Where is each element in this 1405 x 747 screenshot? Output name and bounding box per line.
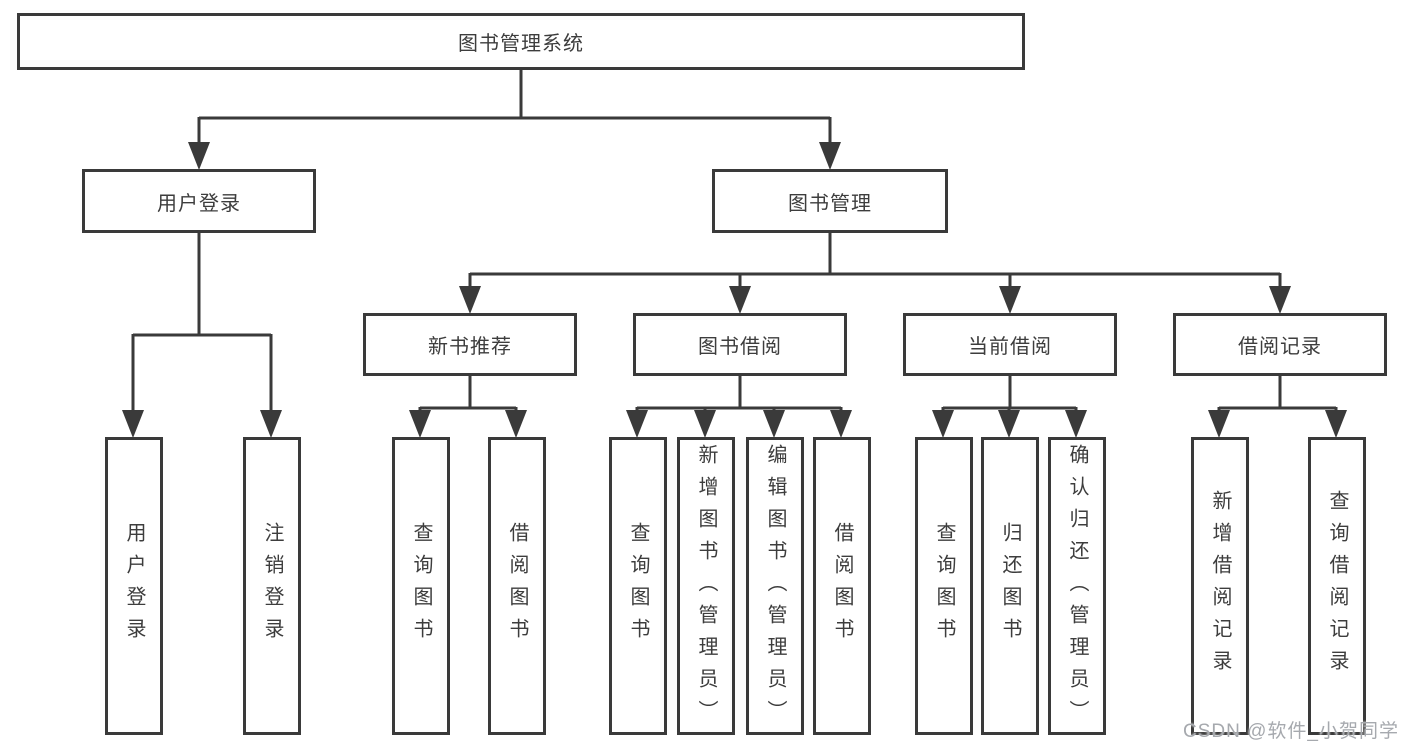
node-borrowing-records: 借阅记录: [1173, 313, 1387, 376]
arrowheads-user-login: [122, 410, 282, 438]
node-leaf-query-books-borrowing: 查询图书: [609, 437, 667, 735]
arrowheads-new-book: [409, 410, 527, 438]
connector-book-borrow-to-leaves: [635, 376, 843, 412]
node-leaf-borrow-books-borrowing: 借阅图书: [813, 437, 871, 735]
node-book-borrowing: 图书借阅: [633, 313, 847, 376]
node-leaf-logout: 注销登录: [243, 437, 301, 735]
connector-root-to-level1: [197, 70, 832, 144]
node-leaf-borrow-books-newbook: 借阅图书: [488, 437, 546, 735]
connector-new-book-to-leaves: [418, 376, 518, 412]
node-leaf-add-books-admin: 新增图书（管理员）: [677, 437, 735, 735]
node-current-borrowing: 当前借阅: [903, 313, 1117, 376]
node-leaf-return-books: 归还图书: [981, 437, 1039, 735]
connector-book-mgmt-to-level2: [468, 233, 1282, 288]
csdn-watermark: CSDN @软件_小贺同学: [1183, 721, 1399, 742]
node-leaf-confirm-return-admin: 确认归还（管理员）: [1048, 437, 1106, 735]
arrowheads-current-borrow: [932, 410, 1087, 438]
arrowheads-borrow-record: [1208, 410, 1347, 438]
node-leaf-query-borrow-record: 查询借阅记录: [1308, 437, 1366, 735]
connector-borrow-record-to-leaves: [1217, 376, 1338, 412]
node-user-login: 用户登录: [82, 169, 316, 233]
node-book-management: 图书管理: [712, 169, 948, 233]
connector-user-login-to-leaves: [131, 233, 273, 412]
node-leaf-query-books-newbook: 查询图书: [392, 437, 450, 735]
arrowheads-book-borrow: [626, 410, 852, 438]
connector-current-borrow-to-leaves: [941, 376, 1078, 412]
node-leaf-user-login: 用户登录: [105, 437, 163, 735]
node-new-book-recommendation: 新书推荐: [363, 313, 577, 376]
node-library-management-system: 图书管理系统: [17, 13, 1025, 70]
node-leaf-query-books-current: 查询图书: [915, 437, 973, 735]
node-leaf-add-borrow-record: 新增借阅记录: [1191, 437, 1249, 735]
arrowheads-level2: [459, 286, 1291, 314]
node-leaf-edit-books-admin: 编辑图书（管理员）: [746, 437, 804, 735]
arrowheads-level1: [188, 142, 841, 170]
